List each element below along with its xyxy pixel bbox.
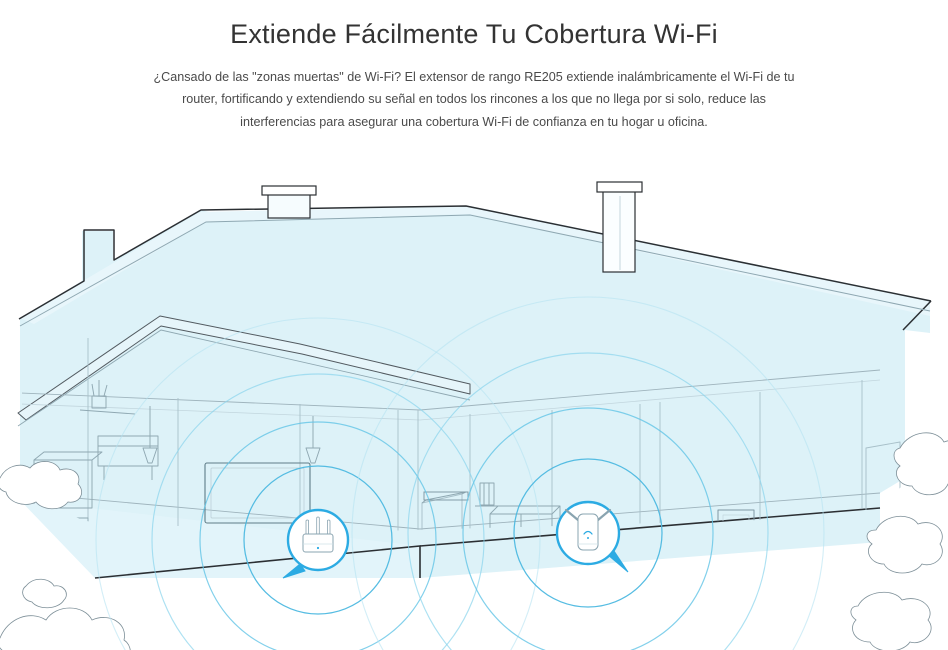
router-callout-pointer [282,563,306,579]
ceiling-line-2 [22,379,881,421]
tree-right-lower [850,592,932,650]
roof-ridge [18,205,932,320]
bookshelf [475,482,500,507]
chimney-left [261,185,317,219]
extender-callout[interactable] [555,500,629,573]
house-illustration-svg [0,181,948,650]
bench [97,435,159,480]
description-line-2: router, fortificando y extendiendo su se… [182,92,766,107]
shrub-left-bottom [0,607,131,650]
router-callout[interactable] [282,508,350,579]
floor-line-front [19,492,881,530]
ceiling-line [22,369,881,411]
single-bed [516,560,652,633]
pendant-lamp-1 [142,406,158,464]
roof-plane [20,206,930,324]
range-extender-icon [564,508,612,551]
house-coverage-illustration [0,148,948,650]
tv-icon [204,462,311,524]
router-icon [302,516,334,553]
laptop-icon [768,555,804,590]
header: Extiende Fácilmente Tu Cobertura Wi-Fi ¿… [0,0,948,133]
signal-rings-router [95,317,541,650]
tree-right-mid [866,516,943,574]
foliage [0,432,948,650]
house-interior [22,338,901,633]
pendant-lamp-2 [305,416,321,464]
house-fill [20,206,930,578]
description-line-1: ¿Cansado de las "zonas muertas" de Wi-Fi… [153,69,795,84]
page-description: ¿Cansado de las "zonas muertas" de Wi-Fi… [79,52,869,133]
house-silhouette [17,181,932,579]
roof-eave [19,214,931,327]
tree-right-upper [893,432,948,496]
chimney-right [596,181,643,273]
roof-right-slope [902,300,932,331]
gable-roof [17,315,471,421]
page-title: Extiende Fácilmente Tu Cobertura Wi-Fi [230,19,718,49]
shrub-left-small [22,578,67,609]
signal-rings-extender [351,296,825,650]
gable-roof-under [17,329,471,427]
plant [79,380,136,415]
foundation-right [419,507,881,547]
description-line-3: interferencias para asegurar una cobertu… [240,114,708,129]
shrub-left-top [0,461,82,510]
